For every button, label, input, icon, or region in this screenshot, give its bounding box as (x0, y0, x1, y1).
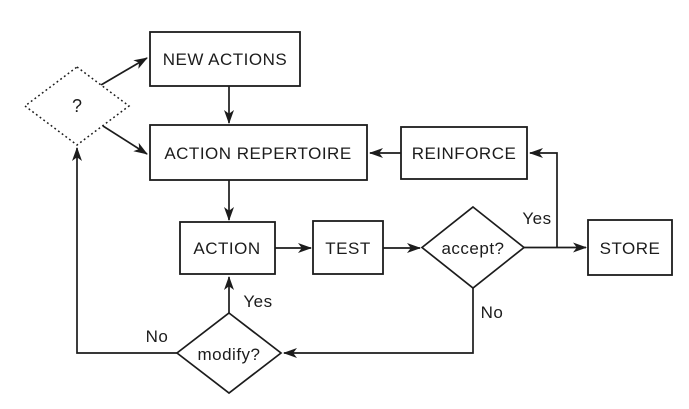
node-unknown: ? (23, 66, 131, 146)
new-actions-box-shape (149, 31, 301, 87)
action-box-shape (179, 221, 276, 275)
node-action: ACTION (179, 221, 276, 275)
node-modify: modify? (175, 311, 283, 395)
unknown-node-label: ? (72, 96, 82, 116)
reinforce-node-label: REINFORCE (412, 144, 517, 163)
store-node-label: STORE (600, 239, 661, 258)
accept-diamond-shape (420, 205, 526, 290)
action-node-label: ACTION (193, 239, 260, 258)
edge-modify-no-to-unknown (72, 147, 177, 354)
action-repertoire-box-shape (149, 124, 368, 181)
modify-diamond-shape (175, 311, 283, 395)
node-test: TEST (312, 220, 384, 275)
action-repertoire-node-label: ACTION REPERTOIRE (164, 144, 351, 163)
test-box-shape (312, 220, 384, 275)
edge-accept-yes-to-reinforce (529, 148, 558, 248)
node-new-actions: NEW ACTIONS (149, 31, 301, 87)
accept-node-label: accept? (441, 239, 504, 258)
edge-accept-no-to-modify (283, 288, 474, 358)
store-box-shape (587, 219, 673, 276)
test-node-label: TEST (325, 239, 370, 258)
edge-unknown-to-action-repertoire (102, 125, 148, 155)
modify-yes-label: Yes (243, 292, 272, 311)
node-action-repertoire: ACTION REPERTOIRE (149, 124, 368, 181)
accept-no-label: No (481, 303, 504, 322)
node-reinforce: REINFORCE (400, 126, 528, 180)
reinforce-box-shape (400, 126, 528, 180)
node-store: STORE (587, 219, 673, 276)
new-actions-node-label: NEW ACTIONS (163, 50, 288, 69)
modify-no-label: No (146, 327, 169, 346)
edges (72, 57, 587, 358)
modify-node-label: modify? (197, 345, 260, 364)
node-accept: accept? (420, 205, 526, 290)
edge-unknown-to-new-actions (100, 57, 148, 86)
accept-yes-label: Yes (522, 209, 551, 228)
unknown-diamond-shape (23, 66, 131, 146)
edge-labels: Yes No Yes No (146, 209, 551, 346)
